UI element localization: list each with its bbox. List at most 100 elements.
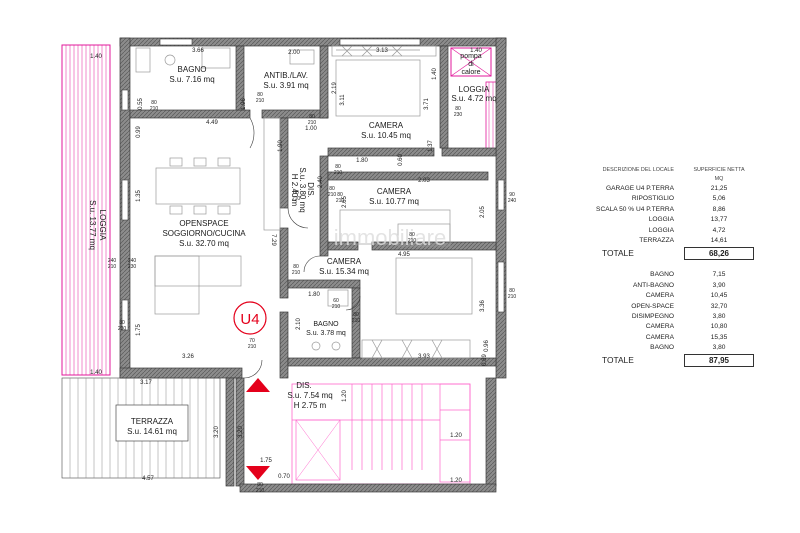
dim: 3.66 [192, 48, 204, 54]
room-camera3-name: CAMERA [327, 257, 362, 266]
dim: 0.89 [482, 354, 488, 366]
table-subheader: MQ [560, 175, 760, 184]
door-tag: 80 [329, 186, 335, 192]
door-tag: 70 [249, 338, 255, 344]
dim: 2.00 [288, 50, 300, 56]
dim: 1.20 [450, 478, 462, 484]
dim: 4.57 [142, 476, 154, 482]
door-tag: 90 [509, 192, 515, 198]
door-tag: 240 [128, 258, 137, 264]
row-value: 4,72 [712, 226, 726, 234]
door-tag: 210 [256, 98, 265, 104]
room-loggia-big-area: S.u. 13.77 mq [88, 200, 97, 250]
row-label: DISIMPEGNO [631, 312, 674, 320]
dim: 1.96 [241, 98, 247, 110]
row-value: 3,80 [712, 312, 726, 320]
dim: 1.40 [432, 68, 438, 80]
pompa-line3: calore [461, 69, 480, 76]
door-tag: 240 [108, 258, 117, 264]
dim: 4.95 [398, 252, 410, 258]
pompa-line2: di [468, 61, 474, 68]
room-loggia-small-name: LOGGIA [459, 85, 490, 94]
furniture [135, 45, 473, 359]
door-tag: 210 [336, 198, 345, 204]
room-dis1-line1: DIS. [306, 182, 315, 198]
table-row: CAMERA 15,35 [560, 333, 760, 343]
room-bagno2-area: S.u. 3.78 mq [306, 330, 346, 337]
dim: 0.55 [138, 98, 144, 110]
dim: 1.40 [90, 54, 102, 60]
total-value: 87,95 [684, 354, 754, 368]
table-row: BAGNO 7,15 [560, 270, 760, 280]
room-camera1-area: S.u. 10.45 mq [361, 131, 411, 140]
room-dis1-line3: H 2.40 m [290, 174, 299, 207]
row-label: BAGNO [650, 271, 674, 279]
room-loggia-small-area: S.u. 4.72 mq [451, 94, 496, 103]
row-value: 8,86 [712, 205, 726, 213]
room-openspace-line2: SOGGIORNO/CUCINA [162, 229, 246, 238]
room-terrazza-name: TERRAZZA [131, 417, 174, 426]
row-value: 15,35 [710, 333, 728, 341]
room-camera3-area: S.u. 15.34 mq [319, 267, 369, 276]
dim: 1.40 [90, 370, 102, 376]
room-antibagno-area: S.u. 3.91 mq [263, 81, 308, 90]
pompa-line1: pompa [460, 53, 482, 60]
dim: 3.71 [424, 98, 430, 110]
unit-label: U4 [240, 311, 259, 328]
watermark: immobiliare [334, 225, 446, 250]
row-label: CAMERA [645, 323, 674, 331]
row-value: 3,80 [712, 344, 726, 352]
dim: 0.99 [136, 126, 142, 138]
room-bagno-name: BAGNO [178, 65, 207, 74]
table-row: DISIMPEGNO 3,80 [560, 312, 760, 322]
door-tag: 80 [337, 192, 343, 198]
door-tag: 210 [308, 120, 317, 126]
door-tag: 80 [257, 482, 263, 488]
dim: 2.05 [480, 206, 486, 218]
room-dis2-line2: S.u. 7.54 mq [287, 391, 332, 400]
row-label: CAMERA [645, 292, 674, 300]
dim: 7.29 [270, 234, 276, 246]
door-tag: 210 [292, 270, 301, 276]
door-tag: 210 [150, 106, 159, 112]
door-tag: 80 [293, 190, 299, 196]
door-tag: 80 [353, 312, 359, 318]
room-terrazza-area: S.u. 14.61 mq [127, 427, 177, 436]
door-tag: 210 [292, 196, 301, 202]
header-description: DESCRIZIONE DEL LOCALE [602, 167, 674, 173]
door-tag: 230 [118, 326, 127, 332]
row-label: CAMERA [645, 333, 674, 341]
dim: 4.49 [206, 120, 218, 126]
terrazza-area [61, 377, 221, 479]
loggia-left [61, 44, 111, 376]
row-label: OPEN-SPACE [631, 302, 674, 310]
dim: 0.96 [484, 340, 490, 352]
row-label: TERRAZZA [639, 236, 674, 244]
dim: 1.90 [278, 140, 284, 152]
dim: 1.80 [356, 158, 368, 164]
dim: 1.37 [428, 140, 434, 152]
door-tag: 210 [334, 170, 343, 176]
room-bagno-area: S.u. 7.16 mq [169, 75, 214, 84]
dim: 1.20 [450, 433, 462, 439]
row-value: 7,15 [712, 271, 726, 279]
door-tag: 210 [408, 238, 417, 244]
room-dis2-line3: H 2.75 m [294, 401, 327, 410]
windows [121, 38, 505, 331]
row-label: ANTI-BAGNO [632, 281, 674, 289]
room-camera2-name: CAMERA [377, 187, 412, 196]
door-tag: 210 [352, 318, 361, 324]
room-antibagno-name: ANTIB./LAV. [264, 71, 308, 80]
dim: 3.36 [480, 300, 486, 312]
room-dis1-line2: S.u. 3.80 mq [298, 167, 307, 212]
total-row: TOTALE 87,95 [560, 353, 760, 368]
dim: 1.00 [305, 126, 317, 132]
door-tag: 210 [332, 304, 341, 310]
